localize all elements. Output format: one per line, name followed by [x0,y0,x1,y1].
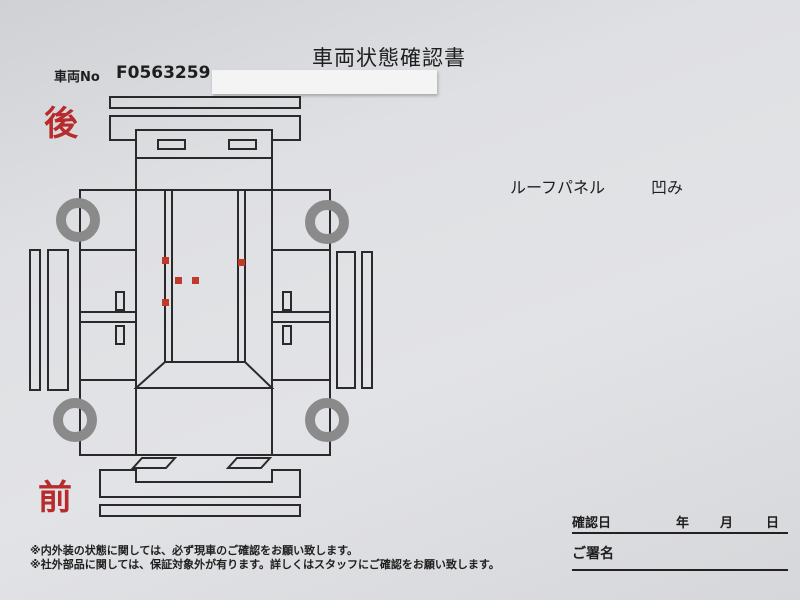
front-light-right [225,457,273,469]
wheel-rear-right [305,200,349,244]
rear-light-right [228,139,257,150]
roof-pillars [164,190,246,362]
front-bumper [99,469,301,498]
confirm-date-field: 確認日 年 月 日 [572,512,788,534]
note-1: ※内外装の状態に関しては、必ず現車のご確認をお願い致します。 [30,544,359,557]
document-title: 車両状態確認書 [312,46,466,70]
damage-entry: ルーフパネル 凹み [510,174,729,198]
windshield [133,361,275,389]
side-step-left-outer [29,249,41,391]
damage-mark [162,257,169,264]
damage-mark [162,299,169,306]
redaction-strip [212,70,437,94]
cabin-outline [135,157,273,456]
front-bumper-bar [99,504,301,517]
door-handle-right [282,291,292,311]
side-step-right-outer [361,251,373,389]
day-label: 日 [766,516,780,531]
rear-light-left [157,139,186,150]
rear-bumper-bar [109,96,301,109]
rear-gate [135,129,273,159]
front-light-left [130,457,178,469]
confirm-date-label: 確認日 [572,516,612,531]
signature-field: ご署名 [572,543,788,571]
vehicle-no-value: F0563259 [116,63,211,83]
front-label: 前 [38,478,72,518]
damage-type: 凹み [651,178,684,197]
door-lines [80,249,330,381]
wheel-front-left [53,398,97,442]
damage-mark [238,259,245,266]
note-2: ※社外部品に関しては、保証対象外が有ります。詳しくはスタッフにご確認をお願い致し… [30,558,500,571]
damage-mark [192,277,199,284]
year-label: 年 [676,516,690,531]
door-handle-left [115,291,125,311]
month-label: 月 [720,516,734,531]
side-step-right [336,251,356,389]
side-step-left [47,249,69,391]
door-handle-right-2 [282,325,292,345]
rear-label: 後 [44,104,78,144]
vehicle-no-label: 車両No [54,70,100,85]
door-handle-left-2 [115,325,125,345]
damage-mark [175,277,182,284]
wheel-front-right [305,398,349,442]
damage-part: ルーフパネル [510,178,606,197]
wheel-rear-left [56,198,100,242]
